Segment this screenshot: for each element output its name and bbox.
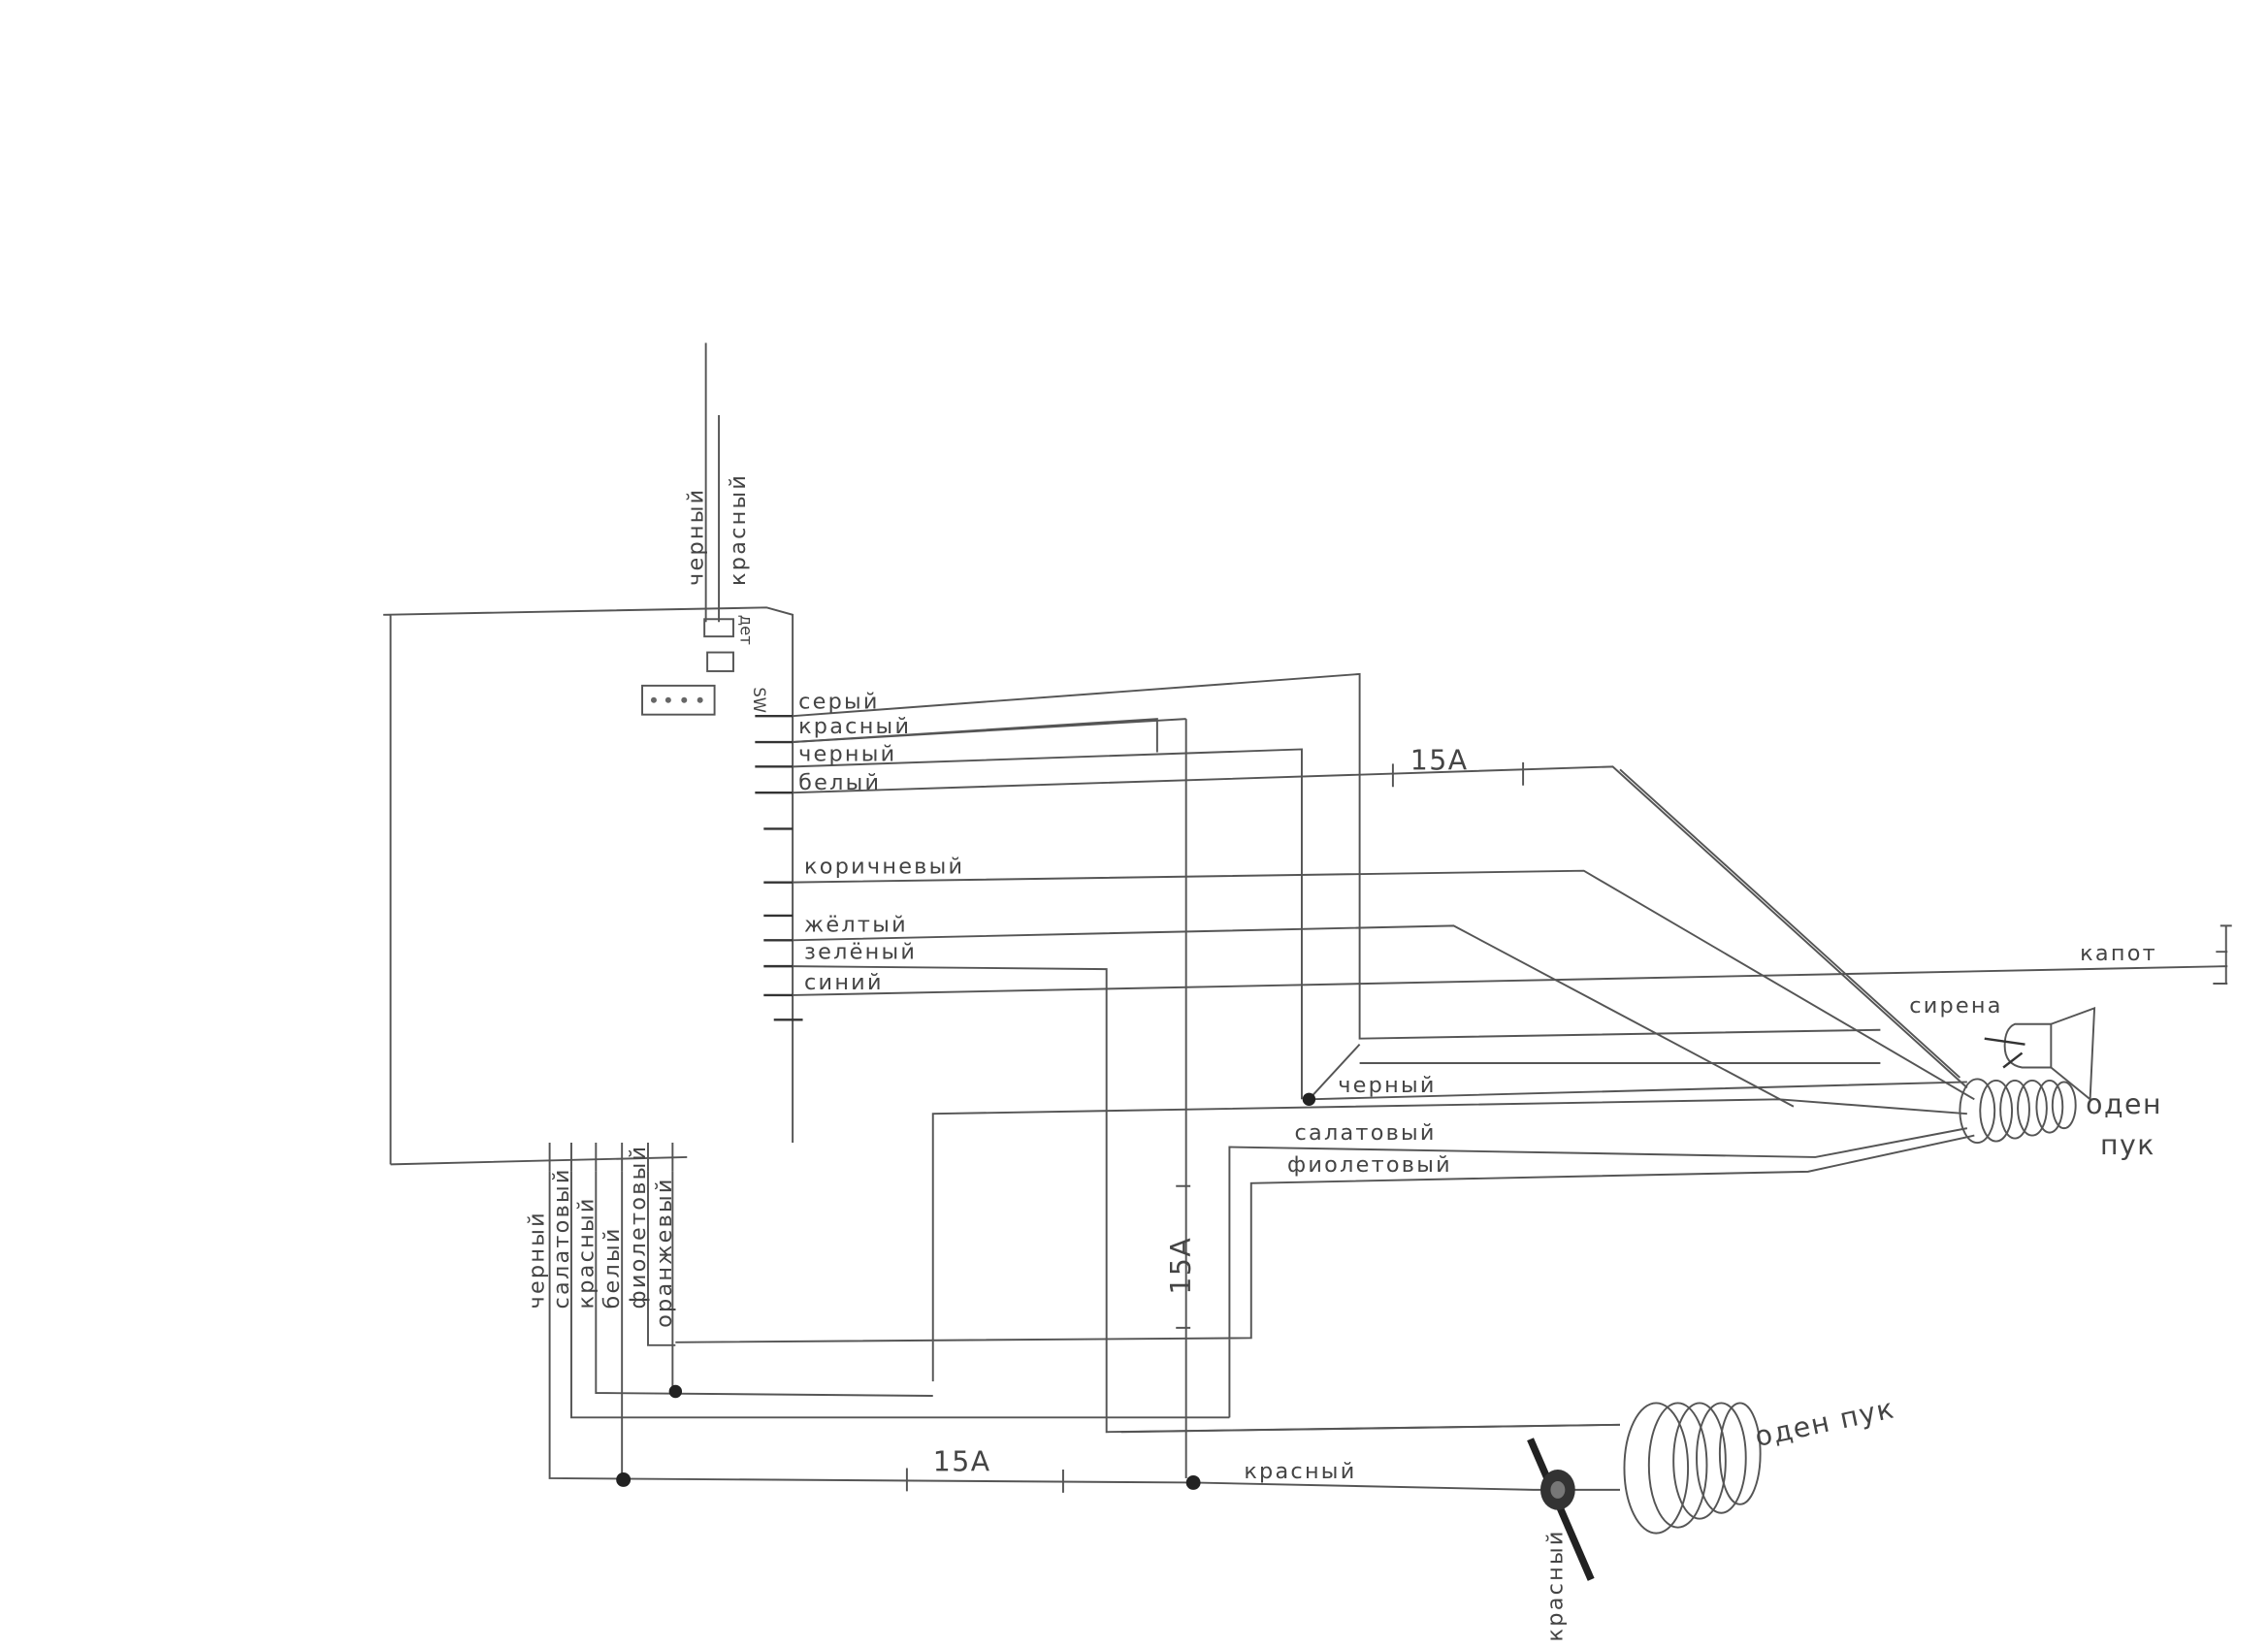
fuse-holder-icon [1527,1438,1595,1581]
fuse-label-bottom: 15А [933,1446,991,1478]
top-power-wires [704,342,721,623]
top-wire-red-label: красный [726,473,751,586]
four-pin-connector [641,684,716,716]
bottom-wires [548,1171,1621,1493]
fuse-holder-label: красный [1542,1529,1568,1641]
bundle-right-label-line2: пук [2100,1129,2155,1161]
siren-icon [1984,1006,2096,1102]
lower-wire-violet-label: фиолетовый [1287,1152,1452,1178]
siren-label: сирена [1909,993,2003,1018]
right-wires [675,672,2232,1478]
sw-label: SW [750,687,768,713]
bottom-wire-red-label: красный [573,1196,599,1309]
alarm-unit: SW дет [383,606,803,1172]
bottom-wire-black-label: черный [525,1211,550,1309]
fuse-label-vertical: 15А [1165,1237,1197,1295]
bottom-red-label: красный [1244,1459,1356,1484]
wire-label-black: черный [798,741,896,766]
bottom-wire-violet-label: фиолетовый [626,1145,651,1310]
hood-switch-icon [2213,924,2232,985]
det-label: дет [736,615,755,645]
wire-bundle-coil-right [1959,1078,2077,1145]
lower-wire-black-label: черный [1338,1073,1436,1098]
top-wire-black-label: черный [684,488,709,586]
sw-connector [706,651,734,672]
wire-label-green: зелёный [804,940,917,965]
wire-bundle-coil-bottom [1623,1402,1762,1535]
hood-label: капот [2080,941,2157,966]
lower-wire-lightgreen-label: салатовый [1295,1120,1437,1146]
wire-label-yellow: жёлтый [804,912,908,937]
fuse-label-top: 15А [1410,744,1469,776]
wire-label-blue: синий [804,970,884,995]
wire-label-red: красный [798,714,911,739]
wire-label-brown: коричневый [804,855,964,880]
bottom-wire-orange-label: оранжевый [652,1177,677,1328]
wire-label-white: белый [798,770,881,795]
bottom-wire-white-label: белый [599,1226,625,1309]
junction-dot [1302,1092,1316,1107]
bottom-wire-lightgreen-label: салатовый [549,1167,574,1309]
bundle-bottom-label: оден пук [1752,1392,1897,1453]
bundle-right-label-line1: оден [2086,1088,2162,1120]
wire-label-gray: серый [798,690,880,715]
